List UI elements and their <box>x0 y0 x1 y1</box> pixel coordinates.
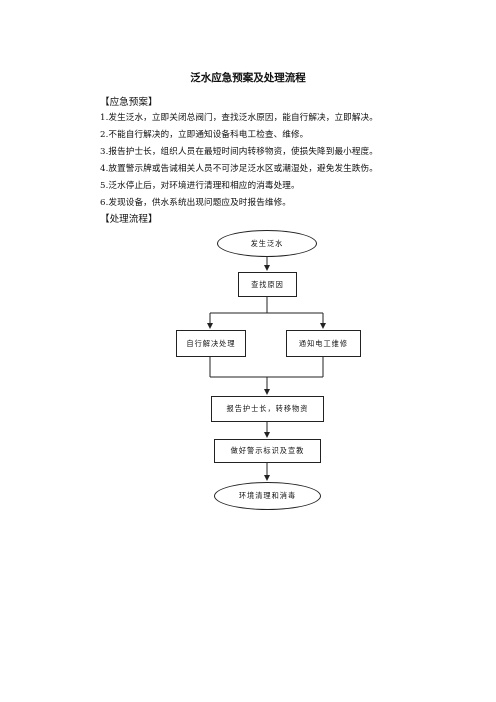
plan-item-6: 6.发现设备，供水系统出现问题应及时报告维修。 <box>100 198 291 208</box>
plan-item-5: 5.泛水停止后，对环境进行清理和相应的消毒处理。 <box>100 181 300 191</box>
flow-node-self-resolve: 自行解决处理 <box>176 330 246 357</box>
flow-heading: 【处理流程】 <box>100 214 158 225</box>
flow-node-start: 发生泛水 <box>217 230 317 257</box>
plan-item-2: 2.不能自行解决的，立即通知设备科电工检查、维修。 <box>100 130 309 140</box>
page-title: 泛水应急预案及处理流程 <box>190 72 306 84</box>
plan-heading: 【应急预案】 <box>100 97 158 108</box>
flow-node-end: 环境清理和消毒 <box>214 482 321 510</box>
plan-item-1: 1.发生泛水，立即关闭总阀门，查找泛水原因，能自行解决，立即解决。 <box>100 113 378 123</box>
flow-node-warning-signs: 做好警示标识及宣教 <box>214 439 321 463</box>
flow-node-find-cause: 查找原因 <box>238 272 297 297</box>
flow-node-report-head-nurse: 报告护士长，转移物资 <box>211 396 324 422</box>
plan-item-4: 4.放置警示牌或告诫相关人员不可涉足泛水区或潮湿处，避免发生跌伤。 <box>100 164 378 174</box>
plan-item-3: 3.报告护士长，组织人员在最短时间内转移物资，使损失降到最小程度。 <box>100 147 378 157</box>
flow-node-notify-electrician: 通知电工维修 <box>286 330 361 357</box>
